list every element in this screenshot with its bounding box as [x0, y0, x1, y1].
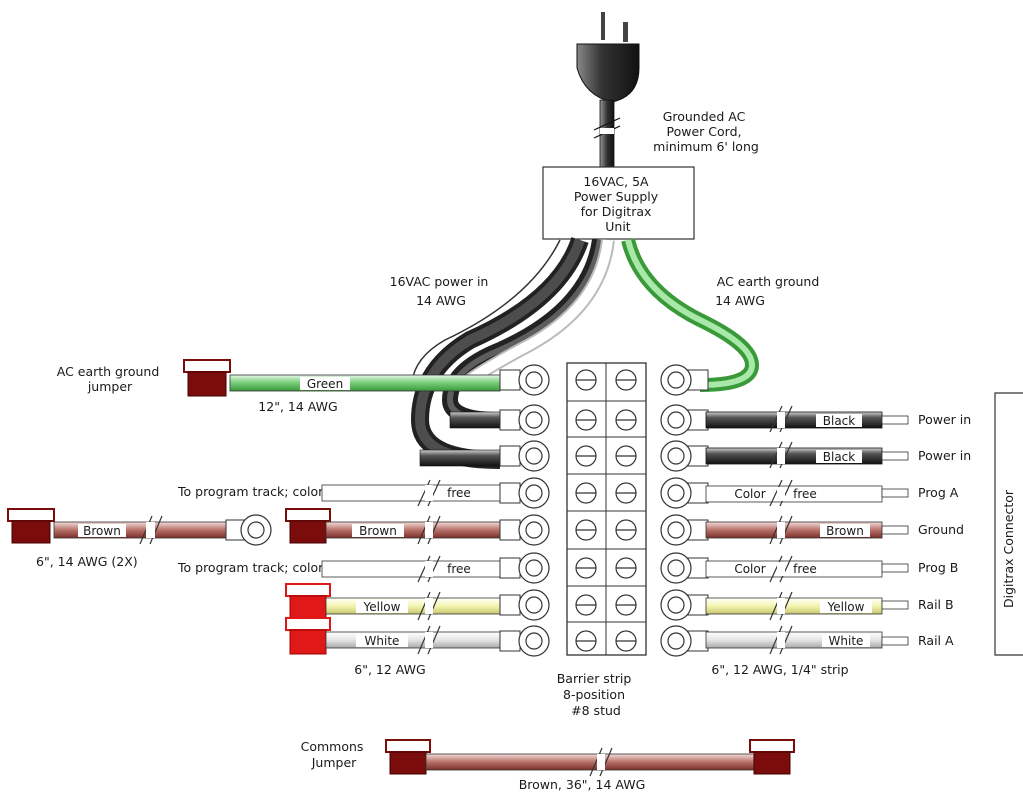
- brown-jumper-left-connector: [7, 508, 55, 544]
- ring-terminal-icon: [660, 625, 709, 657]
- brown-wire-left-label: Brown: [83, 524, 121, 538]
- yellow-wire-left: [325, 597, 503, 615]
- brown-wire-right-label: Brown: [826, 524, 864, 538]
- barrier-position-1: [575, 369, 637, 391]
- free-wire-1-label: free: [447, 486, 471, 500]
- yellow-wire-right-label: Yellow: [827, 600, 865, 614]
- ring-terminal-icon: [660, 440, 709, 472]
- power-supply-box: [542, 166, 695, 240]
- ring-terminal-icon: [499, 440, 550, 472]
- terminal-label: Power in: [918, 448, 971, 463]
- green-wire-label: Green: [307, 377, 343, 391]
- left-spec-label: 6", 12 AWG: [354, 662, 425, 677]
- free-wire-1: [321, 484, 503, 502]
- screw-icon: [615, 369, 637, 391]
- screw-icon: [615, 557, 637, 579]
- digitrax-connector-label: Digitrax Connector: [1001, 489, 1016, 608]
- screw-icon: [615, 482, 637, 504]
- ring-terminal-icon: [499, 477, 550, 509]
- terminal-label: Rail A: [918, 633, 954, 648]
- screw-icon: [575, 369, 597, 391]
- ring-terminal-icon: [660, 589, 709, 621]
- ring-terminal-icon: [499, 404, 550, 436]
- green-wire: [229, 374, 501, 392]
- commons-connector-right: [749, 739, 795, 775]
- ground-jumper-label: AC earth ground jumper: [57, 364, 164, 394]
- power-supply-label: 16VAC, 5A Power Supply for Digitrax Unit: [574, 174, 662, 234]
- screw-icon: [575, 630, 597, 652]
- ring-terminal-icon: [499, 625, 550, 657]
- brown-mid-connector: [285, 508, 331, 544]
- screw-icon: [575, 445, 597, 467]
- terminal-label: Power in: [918, 412, 971, 427]
- ring-terminal-icon: [499, 589, 550, 621]
- commons-connector-left: [385, 739, 431, 775]
- barrier-position-8: [567, 621, 646, 652]
- ring-terminal-icon: [499, 514, 550, 546]
- barrier-position-7: [567, 585, 646, 616]
- ring-terminal-icon: [660, 552, 709, 584]
- white-wire-left: [325, 631, 503, 649]
- ac-earth-label: AC earth ground 14 AWG: [715, 274, 823, 308]
- screw-icon: [575, 519, 597, 541]
- white-wire-right-label: White: [829, 634, 864, 648]
- ring-terminal-icon: [660, 404, 709, 436]
- digitrax-connector-bracket: [994, 392, 1023, 656]
- barrier-position-3: [567, 436, 646, 467]
- screw-icon: [615, 445, 637, 467]
- stripped-conductor-ends: [881, 415, 909, 646]
- prog-note-1: To program track; color, AWG: [177, 484, 361, 499]
- screw-icon: [575, 594, 597, 616]
- black-wire-right-2-label: Black: [823, 450, 856, 464]
- vac-in-label: 16VAC power in 14 AWG: [390, 274, 493, 308]
- screw-icon: [615, 519, 637, 541]
- barrier-position-6: [567, 548, 646, 579]
- ac-plug-icon: [576, 12, 640, 171]
- ring-terminal-icon: [499, 552, 550, 584]
- brown-spec-label: 6", 14 AWG (2X): [36, 554, 138, 569]
- terminal-label: Rail B: [918, 597, 954, 612]
- screw-icon: [615, 594, 637, 616]
- barrier-position-2: [567, 400, 646, 431]
- yellow-wire-left-label: Yellow: [363, 600, 401, 614]
- screw-icon: [615, 630, 637, 652]
- white-connector: [285, 617, 331, 655]
- barrier-position-4: [567, 473, 646, 504]
- commons-label: Commons Jumper: [301, 739, 368, 770]
- terminal-label: Prog A: [918, 485, 959, 500]
- terminal-label: Ground: [918, 522, 964, 537]
- terminal-label: Prog B: [918, 560, 958, 575]
- ring-terminal-icon: [499, 364, 550, 396]
- ground-jumper-connector: [183, 359, 231, 397]
- ring-terminal-icon: [660, 364, 709, 396]
- commons-spec-label: Brown, 36", 14 AWG: [519, 777, 646, 792]
- screw-icon: [575, 409, 597, 431]
- prog-note-2: To program track; color, AWG: [177, 560, 361, 575]
- white-wire-left-label: White: [365, 634, 400, 648]
- black-wire-right-1-label: Black: [823, 414, 856, 428]
- screw-icon: [575, 482, 597, 504]
- free-r1-label: free: [793, 487, 817, 501]
- screw-icon: [615, 409, 637, 431]
- color-1-label: Color: [734, 487, 765, 501]
- yellow-connector: [285, 583, 331, 619]
- right-spec-label: 6", 12 AWG, 1/4" strip: [711, 662, 848, 677]
- barrier-label: Barrier strip 8-position #8 stud: [557, 671, 636, 718]
- free-r2-label: free: [793, 562, 817, 576]
- free-wire-2: [321, 560, 503, 578]
- screw-icon: [575, 557, 597, 579]
- free-wire-2-label: free: [447, 562, 471, 576]
- ring-terminal-icon: [660, 477, 709, 509]
- barrier-strip: [566, 362, 647, 656]
- ring-terminal-icon: [225, 514, 272, 546]
- commons-wire: [425, 753, 755, 771]
- ring-terminal-icon: [660, 514, 709, 546]
- color-2-label: Color: [734, 562, 765, 576]
- brown-wire-mid-label: Brown: [359, 524, 397, 538]
- barrier-position-5: [567, 510, 646, 541]
- green-spec-label: 12", 14 AWG: [258, 399, 337, 414]
- power-cord-label: Grounded AC Power Cord, minimum 6' long: [653, 109, 759, 154]
